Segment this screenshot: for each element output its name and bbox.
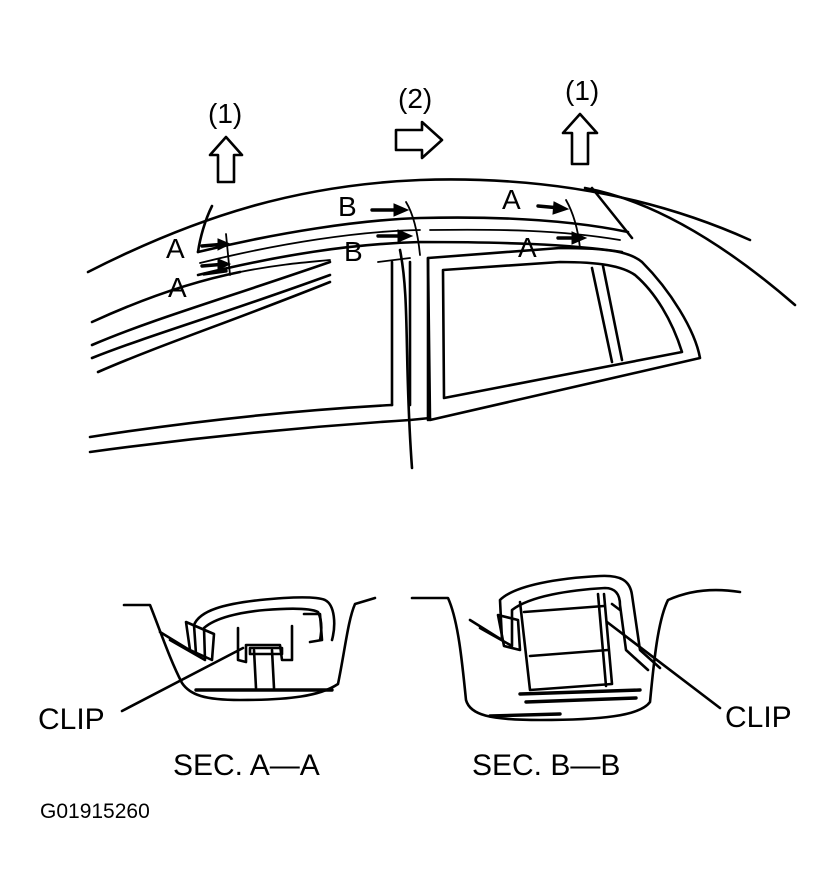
section-b-molding-inner: [478, 586, 650, 672]
section-a-clip-head: [248, 646, 284, 656]
section-b-clip-label: CLIP: [725, 701, 792, 734]
section-b-clip-inner: [522, 604, 610, 658]
marker-b-mid-upper: B: [338, 191, 357, 222]
marker-b-mid-lower: B: [344, 236, 363, 267]
section-b-caption: SEC. B—B: [472, 749, 620, 782]
marker-a-rear-lower: A: [518, 232, 537, 263]
rear-window-inner: [441, 260, 684, 400]
section-b-cut-line: [405, 201, 421, 256]
section-b-base-plate-2: [524, 696, 638, 704]
rear-roof-edge: [583, 186, 797, 307]
section-b-molding-outer: [468, 574, 662, 670]
section-a-molding-outer: [158, 596, 336, 656]
roof-molding-inner-1: [199, 229, 421, 264]
b-pillar-top: [377, 257, 411, 263]
removal-direction-arrows: [208, 112, 599, 184]
roof-outline: [86, 178, 752, 274]
car-roof-side-view: [86, 178, 797, 470]
roof-molding-upper: [196, 216, 630, 254]
section-b-roof-panel: [410, 588, 742, 722]
rear-pillar-line: [590, 186, 634, 240]
section-a-roof-panel: [122, 596, 377, 702]
section-a-front-lower-arrowhead: [217, 258, 232, 271]
marker-a-front-upper: A: [166, 233, 185, 264]
section-a-molding-lip-right: [302, 612, 324, 644]
step-2-label: (2): [398, 83, 432, 114]
section-b-leader: [605, 620, 722, 710]
section-a-rear-upper-arrowhead: [552, 201, 570, 215]
section-a-front-extra-arrow: [202, 269, 228, 276]
section-a-clip-body: [236, 624, 294, 664]
section-a-clip-stem: [252, 648, 276, 690]
front-door-line-5: [239, 259, 331, 273]
up-arrow-right-icon: [561, 112, 599, 166]
section-a-a-drawing: [120, 596, 377, 713]
step-1-right-label: (1): [565, 75, 599, 106]
front-door-line-2: [90, 260, 332, 347]
section-b-clip-body: [518, 592, 614, 692]
front-door-line-4: [96, 280, 332, 374]
section-a-rear-cut-line: [565, 199, 581, 249]
section-a-leader: [120, 646, 245, 713]
b-pillar-gap: [398, 248, 414, 470]
section-a-caption: SEC. A—A: [173, 749, 320, 782]
roof-molding-lower: [196, 240, 624, 277]
marker-a-front-lower: A: [168, 272, 187, 303]
front-header-line: [196, 204, 214, 254]
quarter-divider-2: [601, 264, 624, 362]
figure-id: G01915260: [40, 800, 150, 823]
rear-window-outer: [426, 246, 702, 422]
front-door-line-3: [90, 273, 332, 360]
section-b-clip-post: [596, 592, 622, 688]
section-b-upper-arrowhead: [393, 203, 410, 217]
section-b-b-drawing: [410, 574, 742, 722]
roof-molding-inner-2: [429, 228, 621, 241]
belt-line-rear: [408, 416, 432, 422]
quarter-divider-1: [590, 266, 614, 364]
section-b-molding-lip-left: [496, 613, 522, 652]
section-a-clip-label: CLIP: [38, 703, 105, 736]
right-arrow-icon: [394, 120, 444, 160]
section-a-front-bracket: [225, 233, 231, 276]
belt-line-upper: [88, 403, 394, 439]
section-a-molding-lip-left: [184, 620, 216, 662]
up-arrow-left-icon: [208, 135, 244, 184]
section-a-front-upper-arrowhead: [217, 238, 232, 251]
section-b-base-plate-3: [488, 712, 562, 718]
front-door-line-1: [90, 270, 242, 324]
step-1-left-label: (1): [208, 98, 242, 129]
section-b-lower-arrowhead: [397, 229, 414, 243]
marker-a-rear-upper: A: [502, 184, 521, 215]
belt-line-lower: [88, 418, 412, 454]
section-b-base-plate-1: [518, 688, 642, 696]
